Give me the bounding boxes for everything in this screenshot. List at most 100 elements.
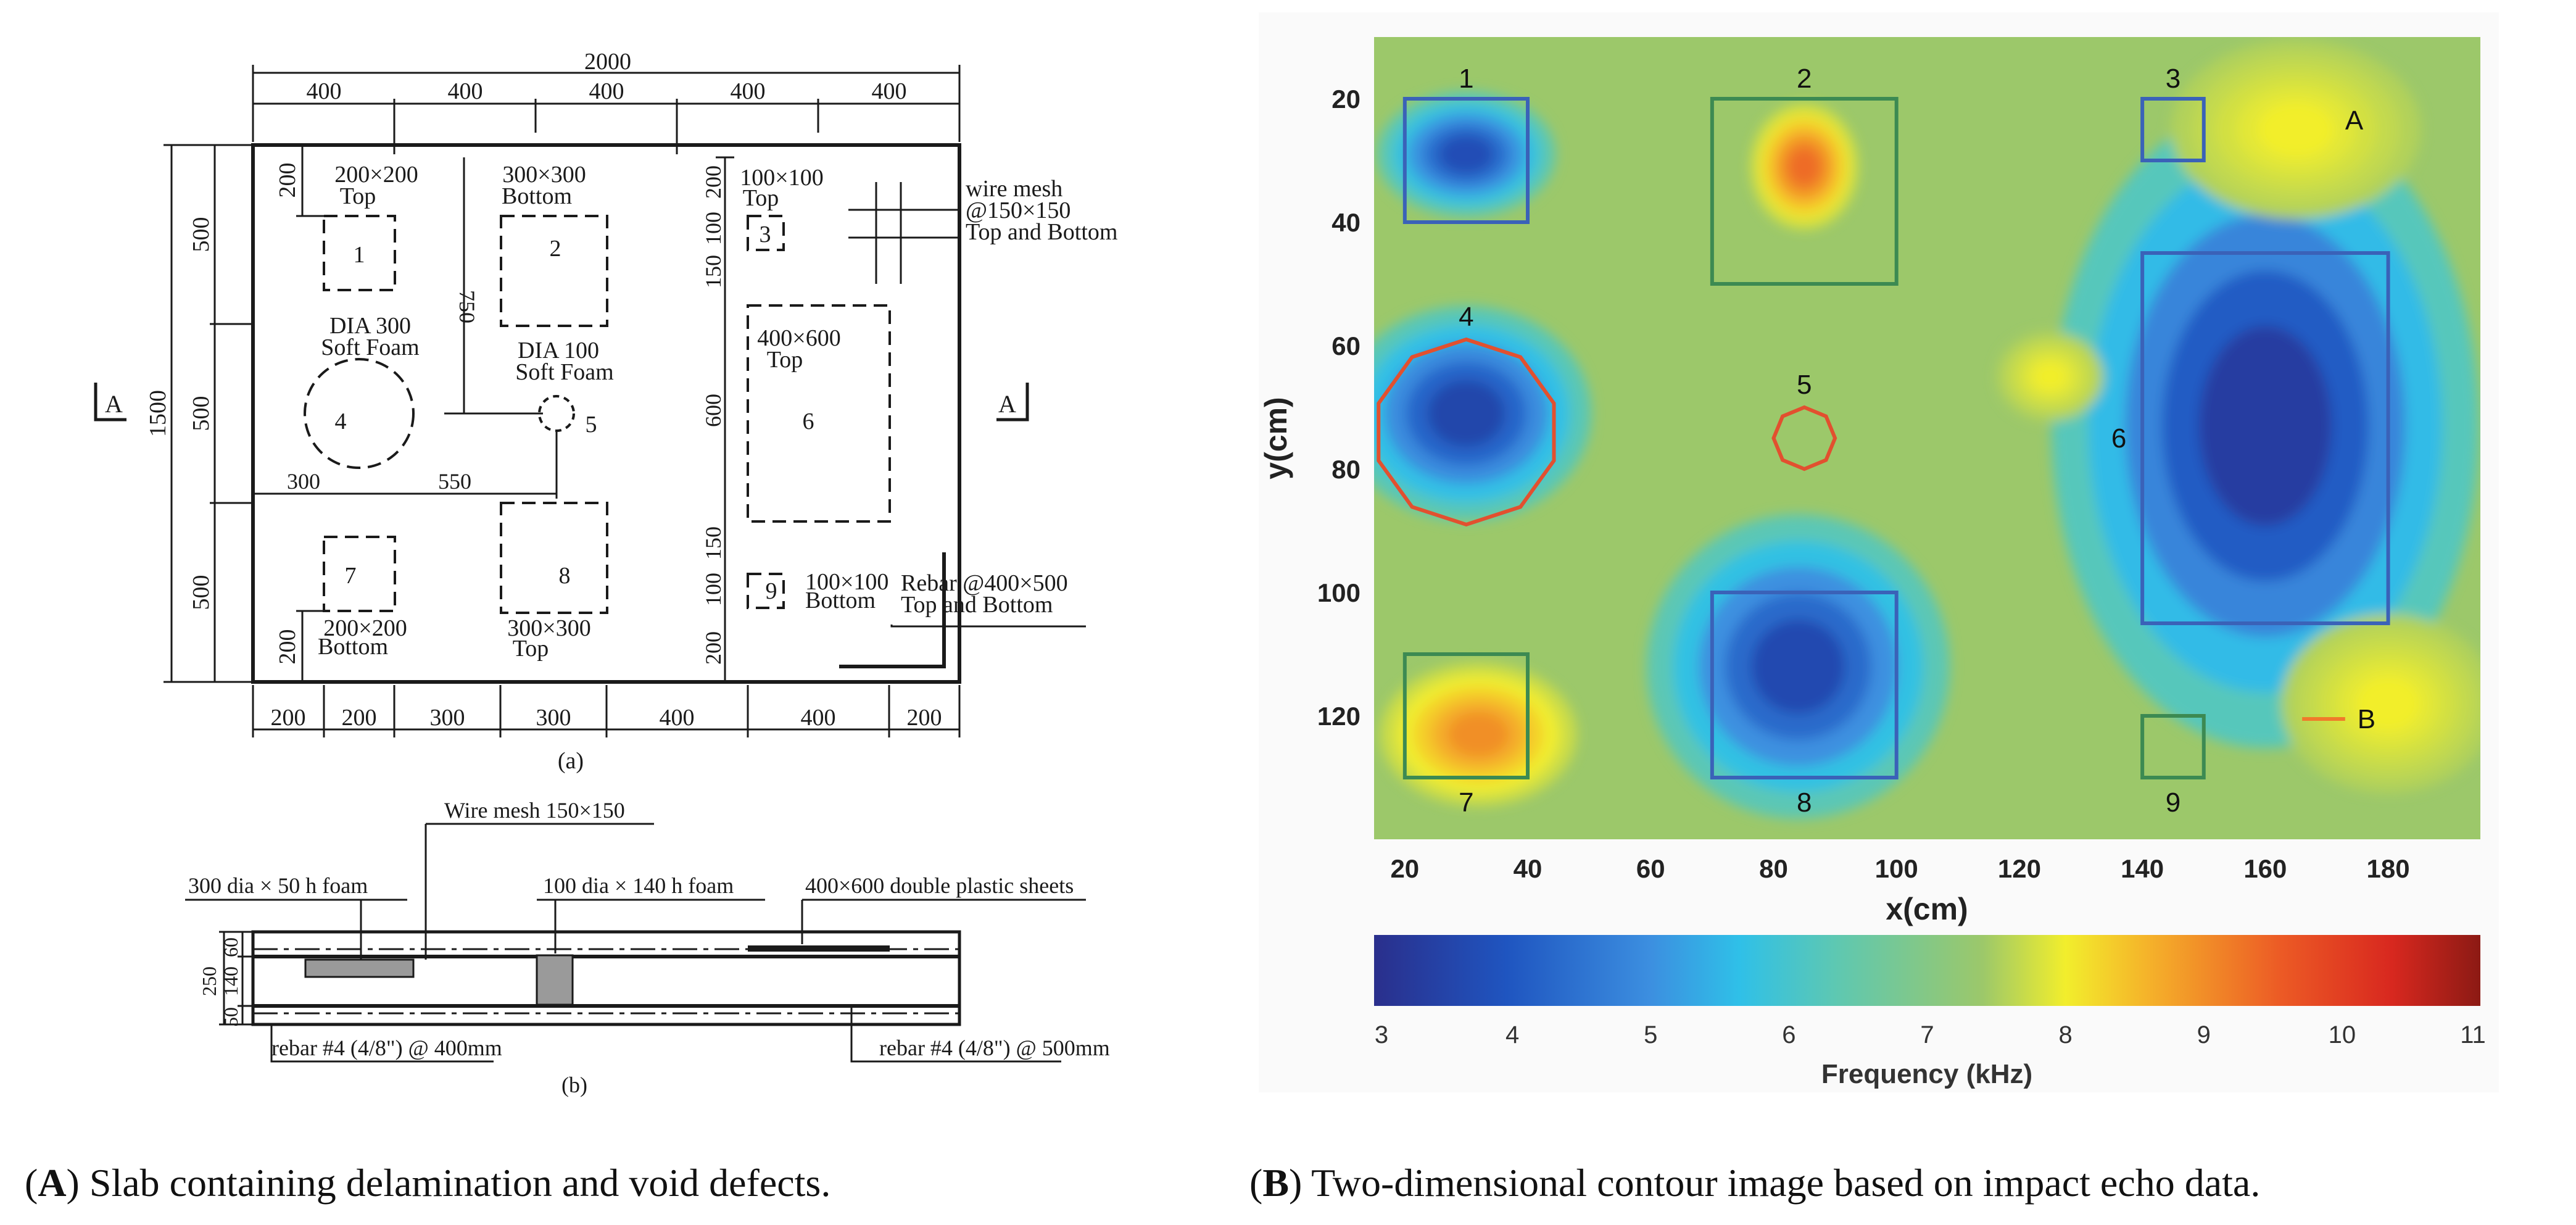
x-tick-120: 120	[1998, 854, 2041, 883]
defect-5-pos: Soft Foam	[515, 359, 613, 385]
defect-5-outline	[538, 395, 575, 432]
region-3-label: 3	[2166, 64, 2180, 94]
region-9-outline	[2140, 714, 2206, 779]
foam-100-block	[536, 954, 574, 1006]
plan-sublabel: (a)	[558, 748, 584, 774]
x-tick-20: 20	[1390, 854, 1419, 883]
region-1-label: 1	[1459, 64, 1473, 94]
dim-left-seg-1: 500	[188, 217, 214, 252]
x-axis-label: x(cm)	[1886, 892, 1968, 926]
wire-mesh-note-1: wire mesh	[966, 176, 1062, 202]
region-7-label: 7	[1459, 787, 1473, 818]
section-dim-top: 60	[220, 937, 242, 957]
anomaly-layer	[1374, 40, 2480, 819]
anomaly-4-level-5	[1751, 619, 1845, 714]
annotation-a: A	[2345, 106, 2364, 136]
dim-bottom-4: 300	[536, 705, 571, 731]
section-rebar-500-label: rebar #4 (4/8") @ 500mm	[879, 1036, 1110, 1060]
dim-bottom-6: 400	[801, 705, 836, 731]
anomaly-8-level-5	[2354, 676, 2422, 731]
defect-2-size: 300×300	[502, 162, 586, 188]
region-9-label: 9	[2166, 787, 2180, 818]
plastic-sheet	[748, 945, 890, 952]
anomaly-2-level-5	[1427, 380, 1505, 447]
defect-7-pos: Bottom	[318, 634, 388, 660]
defect-9-num: 9	[766, 578, 777, 604]
colorbar-tick-5: 5	[1644, 1021, 1657, 1049]
colorbar-tick-4: 4	[1505, 1021, 1519, 1049]
x-tick-160: 160	[2243, 854, 2287, 883]
defect-8-outline	[500, 502, 608, 614]
dim-top-seg-5: 400	[872, 78, 907, 104]
dim-bottom-1: 200	[271, 705, 306, 731]
region-8-outline	[1710, 591, 1899, 779]
defect-5-size: DIA 100	[518, 338, 599, 363]
colorbar	[1374, 935, 2480, 1006]
section-sublabel: (b)	[561, 1073, 587, 1097]
dim-right-col-1: 200	[701, 165, 726, 199]
dim-right-col-4: 600	[701, 394, 726, 427]
defect-8-num: 8	[559, 563, 571, 589]
dim-300: 300	[287, 469, 320, 494]
dim-right-col-5: 150	[701, 526, 726, 560]
defect-2-outline	[500, 215, 608, 327]
dim-bottom-3: 300	[430, 705, 465, 731]
rebar-leader	[890, 625, 1086, 628]
region-8-label: 8	[1797, 787, 1812, 818]
anomaly-1-level-5	[1438, 135, 1494, 174]
x-tick-180: 180	[2367, 854, 2410, 883]
defect-4-pos: Soft Foam	[321, 334, 419, 360]
region-1-outline	[1402, 97, 1530, 224]
colorbar-tick-11: 11	[2460, 1021, 2486, 1049]
annotation-b: B	[2358, 704, 2375, 734]
defect-4-size: DIA 300	[329, 313, 411, 339]
colorbar-tick-3: 3	[1375, 1021, 1388, 1049]
section-mark-right-label: A	[998, 390, 1016, 418]
x-tick-140: 140	[2121, 854, 2164, 883]
defect-2-pos: Bottom	[502, 183, 572, 209]
dim-top-seg-4: 400	[731, 78, 766, 104]
dim-bottom-2: 200	[342, 705, 377, 731]
defect-3-pos: Top	[743, 185, 779, 211]
defect-6-pos: Top	[767, 347, 803, 373]
defect-3-num: 3	[760, 222, 771, 247]
region-6-outline	[2140, 251, 2390, 625]
region-5-label: 5	[1797, 370, 1812, 400]
caption-a-letter: A	[38, 1161, 67, 1205]
caption-b-letter: B	[1262, 1161, 1289, 1205]
region-5-outline	[1771, 405, 1837, 471]
defect-6-size: 400×600	[757, 325, 840, 351]
y-tick-40: 40	[1331, 208, 1360, 237]
dim-top-total: 2000	[584, 49, 631, 75]
section-leaders	[185, 823, 1086, 1063]
region-7-outline	[1402, 652, 1530, 779]
caption-a-text: Slab containing delamination and void de…	[89, 1161, 831, 1205]
dim-top-seg-3: 400	[589, 78, 624, 104]
section-foam-100-label: 100 dia × 140 h foam	[543, 873, 734, 898]
dim-left-total: 1500	[145, 390, 171, 437]
anomaly-7-level-5	[2257, 102, 2335, 157]
defect-2-num: 2	[550, 236, 561, 262]
wire-mesh-symbol	[848, 182, 959, 284]
section-foam-300-label: 300 dia × 50 h foam	[188, 873, 368, 898]
defect-4-num: 4	[335, 409, 347, 434]
section-outline	[251, 930, 961, 1026]
section-wire-mesh-label: Wire mesh 150×150	[444, 798, 625, 823]
defect-7-outline	[323, 536, 396, 612]
x-tick-100: 100	[1875, 854, 1918, 883]
section-mark-left	[94, 383, 126, 421]
colorbar-tick-6: 6	[1782, 1021, 1795, 1049]
section-mark-right	[996, 383, 1029, 421]
dim-bottom-7: 200	[907, 705, 942, 731]
defect-outlines	[304, 215, 891, 614]
rebar-note-2: Top and Bottom	[901, 592, 1053, 618]
anomaly-5-level-5	[1787, 147, 1821, 186]
defect-8-size: 300×300	[507, 615, 590, 641]
region-6-label: 6	[2111, 423, 2126, 454]
anomaly-9-level-5	[2033, 362, 2067, 391]
defect-7-size: 200×200	[323, 615, 407, 641]
dim-right-col-2: 100	[701, 212, 726, 245]
defect-3-outline	[747, 215, 785, 251]
